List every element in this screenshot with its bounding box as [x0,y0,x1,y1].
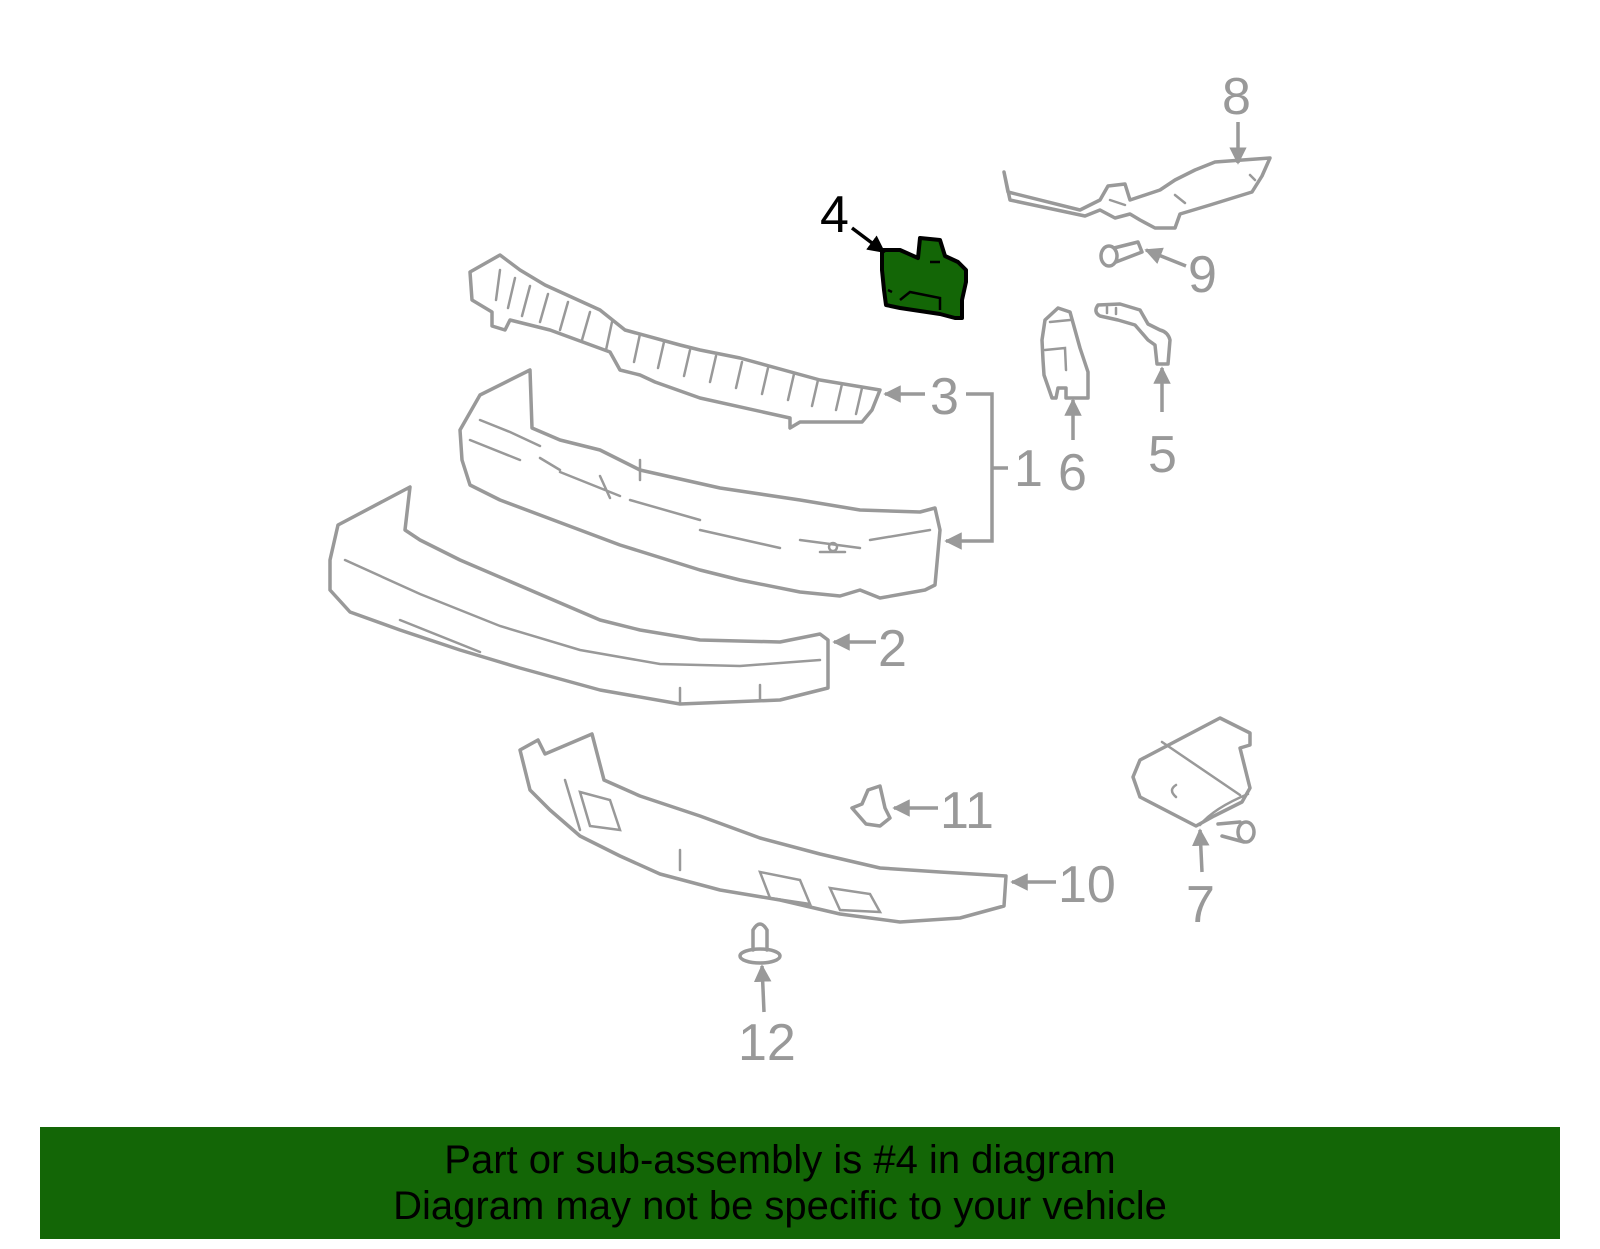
banner-line-disclaimer: Diagram may not be specific to your vehi… [393,1184,1167,1228]
banner-line-part-number: Part or sub-assembly is #4 in diagram [444,1138,1116,1182]
part-11-clip [850,784,892,828]
callout-5: 5 [1148,426,1177,484]
banner-text: Part or sub-assembly is #4 in diagram Di… [40,1137,1520,1229]
part-10-valance [518,732,1008,924]
callout-4: 4 [820,186,849,244]
part-8-support-bracket [1002,156,1272,230]
callout-1: 1 [1014,440,1043,498]
callout-9: 9 [1188,246,1217,304]
callout-12: 12 [738,1014,796,1072]
callout-6: 6 [1058,444,1087,502]
part-5-strap [1094,302,1172,366]
part-9-bolt [1099,240,1144,268]
parts-diagram: 8 9 4 3 1 6 5 2 11 10 7 12 [328,68,1272,1072]
part-12-push-pin [738,922,782,965]
part-4-bracket-highlighted [880,236,968,320]
info-banner: Part or sub-assembly is #4 in diagram Di… [40,1127,1560,1239]
callout-labels: 8 9 4 3 1 6 5 2 11 10 7 12 [738,68,1251,1072]
callout-2: 2 [878,620,907,678]
callout-10: 10 [1058,856,1116,914]
callout-3: 3 [930,368,959,426]
part-2-face-bar [328,485,830,706]
part-7-air-duct [1131,716,1256,844]
callout-7: 7 [1186,876,1215,934]
part-6-bracket [1040,306,1090,400]
callout-11: 11 [940,782,994,840]
leader-lines [753,122,1247,1013]
part-3-energy-absorber [468,253,882,430]
part-1-bumper-cover [458,368,942,600]
callout-8: 8 [1222,68,1251,126]
